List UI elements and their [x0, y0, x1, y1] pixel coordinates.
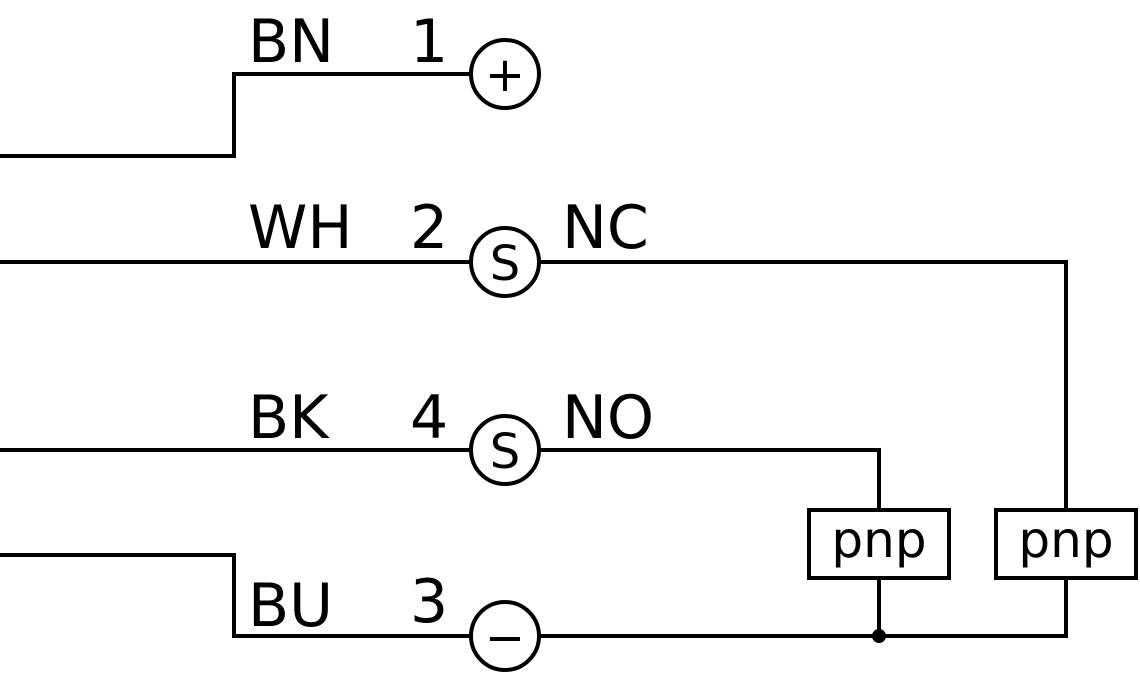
- output-box-nc: pnp: [994, 508, 1138, 580]
- wire-label-bu: BU: [248, 571, 333, 641]
- wire-label-bn: BN: [248, 7, 334, 77]
- terminal-1: +: [469, 38, 541, 110]
- terminal-1-symbol: +: [485, 47, 525, 103]
- pin-label-2: 2: [410, 193, 448, 263]
- terminal-2-symbol: S: [490, 236, 520, 292]
- function-label-no: NO: [562, 383, 654, 453]
- output-label-no: pnp: [831, 511, 926, 569]
- wire-bn: [0, 72, 472, 158]
- wire-label-wh: WH: [248, 193, 352, 263]
- terminal-2: S: [469, 226, 541, 298]
- output-label-nc: pnp: [1018, 511, 1113, 569]
- output-box-no: pnp: [807, 508, 951, 580]
- pin-label-4: 4: [410, 383, 448, 453]
- wire-wh-output: [538, 260, 1068, 512]
- pin-label-3: 3: [410, 567, 448, 637]
- terminal-3: −: [469, 600, 541, 672]
- pin-label-1: 1: [410, 7, 448, 77]
- junction-dot: [872, 629, 886, 643]
- wire-bu: [0, 553, 472, 638]
- wire-label-bk: BK: [248, 383, 330, 453]
- function-label-nc: NC: [562, 193, 649, 263]
- wire-bk-output: [538, 448, 881, 512]
- terminal-4-symbol: S: [490, 424, 520, 480]
- wire-bu-return: [538, 576, 1068, 638]
- terminal-3-symbol: −: [485, 610, 525, 666]
- terminal-4: S: [469, 414, 541, 486]
